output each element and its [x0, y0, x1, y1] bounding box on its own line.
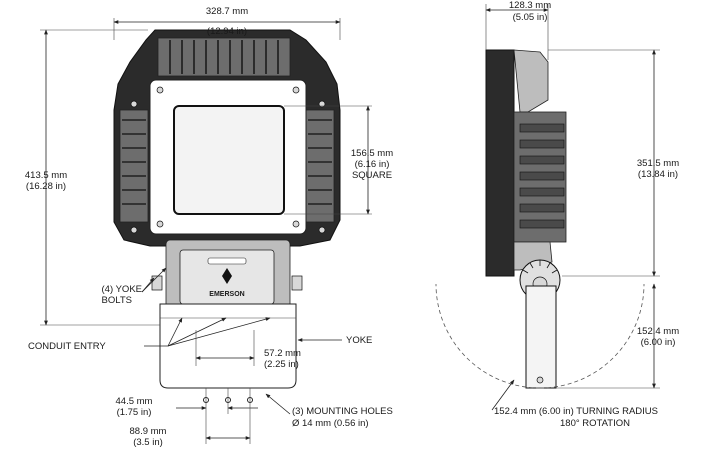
mounting-holes-label-2: Ø 14 mm (0.56 in): [292, 418, 369, 429]
conduit-entry-label: CONDUIT ENTRY: [28, 341, 106, 352]
height-dim-in: (16.28 in): [26, 181, 66, 192]
pivot-ticks: [522, 260, 558, 274]
front-view: EMERSON 328.7 mm (12.94 in) 413.5 mm (16…: [25, 6, 393, 448]
yoke-label: YOKE: [346, 335, 372, 346]
side-fin-lines: [122, 119, 332, 205]
yoke-bolts-label-2: BOLTS: [102, 295, 132, 306]
yoke-plate: [159, 303, 297, 389]
nameplate: [207, 257, 247, 265]
side-rear-plate: [513, 49, 549, 113]
yoke-arm-bolt: [536, 376, 544, 384]
hole-spacing-44-mm: 44.5 mm: [116, 396, 153, 407]
side-height-dim-in: (13.84 in): [638, 169, 678, 180]
right-fins: [305, 109, 335, 223]
turning-radius-arc-right: [539, 283, 645, 389]
yoke-dim-in: (6.00 in): [641, 337, 676, 348]
yoke-bolt-marks: [151, 275, 303, 291]
lens-dim-mm: 156.5 mm: [351, 148, 393, 159]
depth-dim-mm: 128.3 mm: [509, 0, 551, 11]
width-dim-mm: 328.7 mm: [206, 6, 248, 17]
brand-label: EMERSON: [209, 291, 244, 298]
top-fin-lines: [169, 40, 279, 74]
yoke-bolts-label-1: (4) YOKE: [102, 284, 142, 295]
yoke-dim-mm: 152.4 mm: [637, 326, 679, 337]
left-fins: [119, 109, 149, 223]
turning-radius-arc-left: [435, 283, 541, 389]
mounting-holes-label-1: (3) MOUNTING HOLES: [292, 406, 393, 417]
side-view: 128.3 mm (5.05 in) 351.5 mm (13.84 in) 1…: [435, 0, 679, 429]
width-dim-in: (12.94 in): [207, 26, 247, 37]
lens-window: [173, 105, 285, 215]
top-fins: [157, 37, 291, 77]
lens-dim-note: SQUARE: [352, 170, 392, 181]
plate-bolts: [130, 86, 326, 234]
depth-dim-in: (5.05 in): [513, 12, 548, 23]
turning-radius-label-2: 180° ROTATION: [560, 418, 630, 429]
side-housing: [485, 49, 515, 277]
side-yoke-arm: [525, 285, 557, 389]
hole-spacing-57-in: (2.25 in): [264, 359, 299, 370]
side-height-dim-mm: 351.5 mm: [637, 158, 679, 169]
height-dim-mm: 413.5 mm: [25, 170, 67, 181]
hole-spacing-44-in: (1.75 in): [117, 407, 152, 418]
turning-radius-label-1: 152.4 mm (6.00 in) TURNING RADIUS: [494, 406, 658, 417]
emerson-logo-mark: [222, 268, 232, 284]
hole-spacing-88-in: (3.5 in): [133, 437, 163, 448]
hole-spacing-57-mm: 57.2 mm: [264, 348, 301, 359]
hole-spacing-88-mm: 88.9 mm: [130, 426, 167, 437]
side-fin-detail: [519, 123, 565, 229]
lens-dim-in: (6.16 in): [355, 159, 390, 170]
